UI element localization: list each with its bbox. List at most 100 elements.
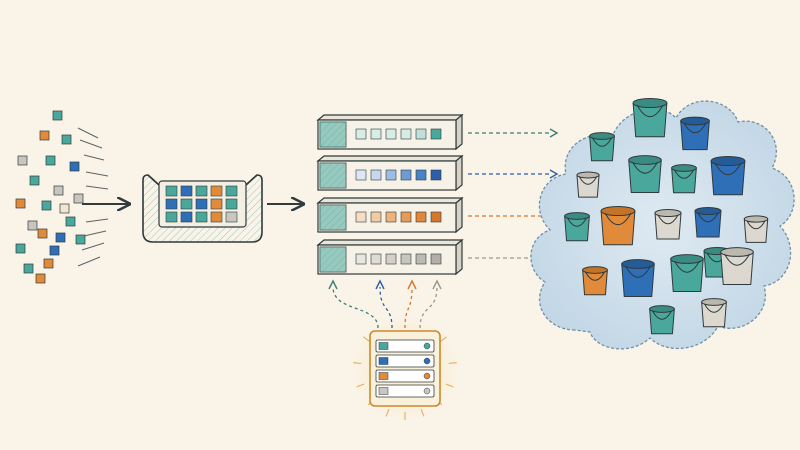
bucket-handle bbox=[592, 137, 612, 147]
data-item bbox=[39, 130, 50, 141]
data-item bbox=[35, 273, 46, 284]
tray-cell bbox=[210, 185, 223, 197]
bucket-icon bbox=[670, 254, 704, 292]
bucket-icon bbox=[671, 164, 697, 194]
bucket-icon bbox=[680, 116, 710, 151]
incoming-data-items bbox=[15, 110, 86, 284]
motion-streak bbox=[85, 185, 109, 190]
panel-row bbox=[375, 369, 435, 383]
glow-ray bbox=[353, 362, 362, 365]
bucket-rim bbox=[589, 132, 615, 140]
tray-cell bbox=[165, 198, 178, 210]
tray-icon bbox=[142, 174, 263, 243]
motion-streak bbox=[77, 127, 99, 139]
router-top bbox=[316, 114, 464, 121]
data-item bbox=[45, 155, 56, 166]
bucket-rim bbox=[649, 305, 675, 313]
tray-cell bbox=[195, 185, 208, 197]
glow-ray bbox=[385, 408, 390, 417]
glow-ray bbox=[448, 362, 457, 365]
bucket-handle bbox=[567, 217, 587, 227]
bucket-rim bbox=[600, 205, 636, 217]
control-panel-icon bbox=[369, 330, 441, 407]
router-top bbox=[316, 155, 464, 162]
panel-swatch bbox=[378, 342, 389, 350]
router-accent-fill bbox=[320, 122, 346, 147]
bucket-icon bbox=[649, 305, 675, 335]
bucket-icon bbox=[576, 171, 600, 198]
bucket-handle bbox=[657, 214, 679, 225]
bucket-icon bbox=[654, 209, 682, 240]
tray-cell bbox=[225, 211, 238, 223]
glow-ray bbox=[420, 408, 425, 417]
router-row-blue-queue bbox=[316, 154, 559, 192]
queue-cell bbox=[370, 128, 382, 140]
bucket-rim bbox=[670, 254, 704, 264]
queue-cell bbox=[370, 253, 382, 265]
queue-cell bbox=[415, 169, 427, 181]
bucket-handle bbox=[724, 253, 750, 266]
bucket-handle bbox=[714, 162, 742, 176]
bucket-rim bbox=[632, 97, 668, 109]
bucket-icon bbox=[589, 132, 615, 162]
panel-row bbox=[375, 384, 435, 398]
router-row-teal-queue bbox=[316, 113, 559, 151]
bucket-icon bbox=[694, 207, 722, 238]
cloud-storage-icon bbox=[530, 97, 795, 350]
bucket-handle bbox=[585, 271, 605, 281]
data-item bbox=[43, 258, 54, 269]
data-item bbox=[73, 193, 84, 204]
router-side bbox=[455, 196, 463, 234]
bucket-rim bbox=[743, 215, 769, 223]
queue-cell bbox=[400, 253, 412, 265]
feed-arrow-line bbox=[332, 286, 379, 329]
route-arrow-head bbox=[549, 128, 559, 138]
bucket-icon bbox=[710, 155, 746, 196]
bucket-handle bbox=[704, 303, 724, 313]
bucket-handle bbox=[636, 104, 664, 118]
tray-cell bbox=[225, 198, 238, 210]
router-side bbox=[455, 154, 463, 192]
queue-cell bbox=[385, 169, 397, 181]
bucket-body bbox=[600, 210, 636, 246]
bucket-icon bbox=[701, 298, 727, 328]
bucket-rim bbox=[582, 266, 608, 274]
bucket-handle bbox=[746, 220, 766, 230]
queue-cell bbox=[355, 169, 367, 181]
bucket-icon bbox=[621, 259, 655, 297]
panel-swatch bbox=[378, 357, 389, 365]
data-item bbox=[15, 198, 26, 209]
router-stack bbox=[316, 113, 559, 276]
router-row-gray-queue bbox=[316, 238, 559, 276]
motion-streak bbox=[79, 139, 103, 149]
tray-cell bbox=[210, 211, 223, 223]
bucket-body bbox=[632, 102, 668, 138]
bucket-rim bbox=[621, 259, 655, 269]
queue-cell bbox=[355, 253, 367, 265]
queue-cell bbox=[400, 128, 412, 140]
router-top bbox=[316, 197, 464, 204]
motion-streak bbox=[77, 256, 101, 267]
bucket-body bbox=[710, 160, 746, 196]
tray-cell bbox=[180, 185, 193, 197]
data-item bbox=[53, 185, 64, 196]
route-arrow-head bbox=[549, 169, 559, 179]
bucket-rim bbox=[680, 116, 710, 126]
router-side bbox=[455, 238, 463, 276]
feed-arrow-head bbox=[432, 279, 442, 290]
glow-ray bbox=[439, 336, 447, 343]
queue-cell bbox=[430, 128, 442, 140]
queue-cell bbox=[400, 169, 412, 181]
data-item bbox=[49, 245, 60, 256]
panel-row bbox=[375, 354, 435, 368]
tray-cell bbox=[165, 185, 178, 197]
bucket-rim bbox=[564, 212, 590, 220]
panel-swatch bbox=[378, 372, 389, 380]
bucket-rim bbox=[671, 164, 697, 172]
tray-cell bbox=[180, 198, 193, 210]
queue-cell bbox=[400, 211, 412, 223]
router-accent-fill bbox=[320, 163, 346, 188]
data-item bbox=[52, 110, 63, 121]
tray-cell bbox=[165, 211, 178, 223]
tray-cell bbox=[195, 198, 208, 210]
